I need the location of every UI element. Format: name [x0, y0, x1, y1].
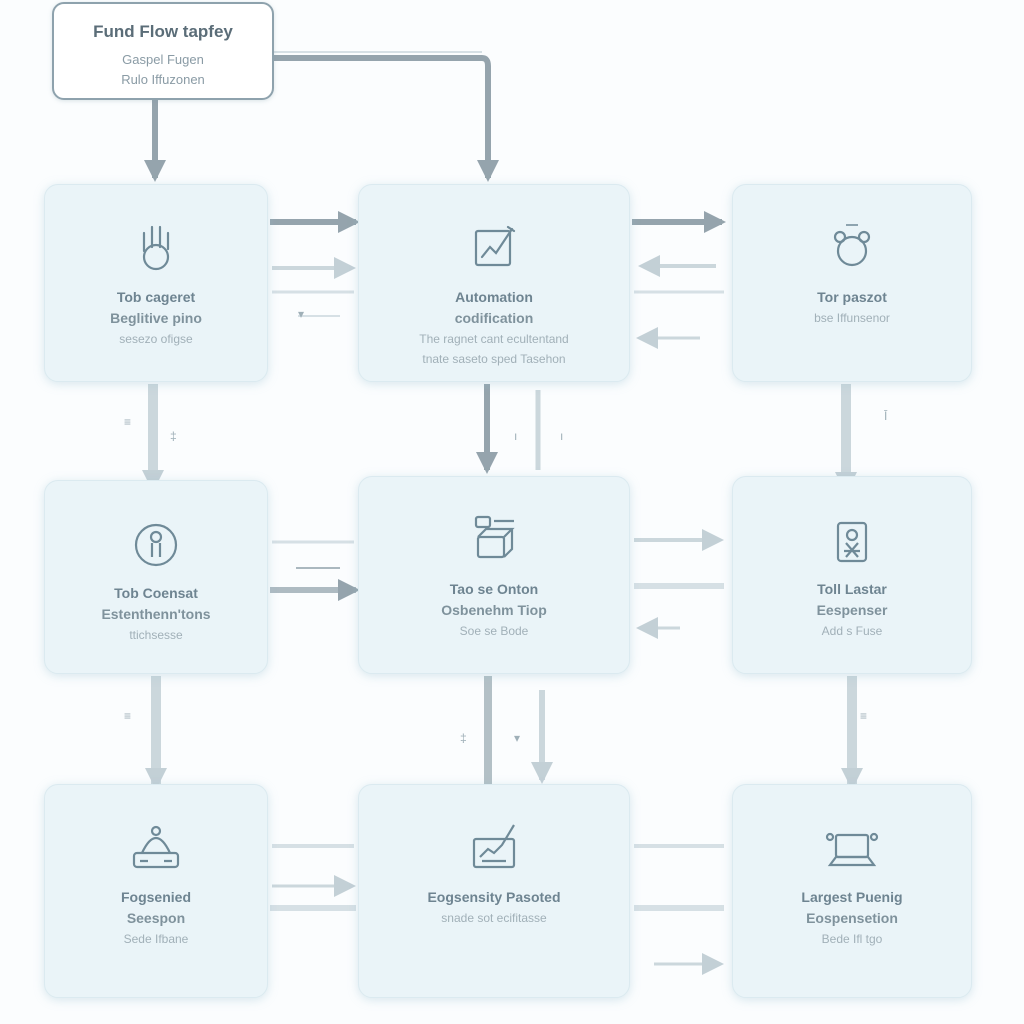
card-2-caption-2: tnate saseto sped Tasehon [422, 352, 566, 366]
card-6-caption: Add s Fuse [821, 624, 883, 638]
connector-tag: ≡ [860, 709, 867, 723]
card-1-subtitle: Beglitive pino [110, 310, 202, 326]
card-3-caption: bse Iffunsenor [814, 311, 890, 325]
start-node-line-1: Gaspel Fugen [122, 52, 204, 67]
card-8-caption: snade sot ecifitasse [441, 911, 547, 925]
step-card-4: Tob Coensat Estenthenn'tons ttichsesse [44, 480, 268, 674]
step-card-2: Automation codification The ragnet cant … [358, 184, 630, 382]
start-node-line-2: Rulo Iffuzonen [121, 72, 205, 87]
network-hub-icon [132, 825, 180, 869]
card-6-subtitle: Eespenser [816, 602, 888, 618]
chart-pen-icon [472, 824, 516, 869]
connector-tag: ı [514, 429, 517, 443]
card-2-subtitle: codification [454, 310, 534, 326]
row1-connector-b [632, 211, 726, 349]
step-card-5: Tao se Onton Osbenehm Tiop Soe se Bode [358, 476, 630, 674]
connector-tag: Ī [884, 409, 888, 423]
start-node: Fund Flow tapfey Gaspel Fugen Rulo Iffuz… [52, 2, 274, 100]
card-6-title: Toll Lastar [817, 581, 887, 597]
card-4-caption: ttichsesse [129, 628, 183, 642]
card-5-title: Tao se Onton [449, 581, 539, 597]
server-cube-icon [474, 515, 515, 559]
card-5-subtitle: Osbenehm Tiop [441, 602, 547, 618]
row1-connector-a [270, 211, 360, 317]
card-7-title: Fogsenied [120, 889, 191, 905]
robot-face-icon [833, 224, 871, 267]
card-9-subtitle: Eospensetion [806, 910, 898, 926]
card-8-title: Eogsensity Pasoted [427, 889, 561, 905]
connector-tag: ▾ [298, 307, 304, 321]
connector-tag: ‡ [460, 731, 467, 745]
row2-connector-b [634, 529, 724, 639]
card-1-caption: sesezo ofigse [119, 332, 193, 346]
card-2-title: Automation [455, 289, 533, 305]
person-circle-icon [134, 523, 178, 567]
connector-tag: ≡ [124, 415, 131, 429]
card-9-caption: Bede Ifl tgo [821, 932, 883, 946]
step-card-1: Tob cageret Beglitive pino sesezo ofigse [44, 184, 268, 382]
step-card-9: Largest Puenig Eospensetion Bede Ifl tgo [732, 784, 972, 998]
laptop-icon [825, 832, 879, 867]
card-9-title: Largest Puenig [801, 889, 903, 905]
step-card-6: Toll Lastar Eespenser Add s Fuse [732, 476, 972, 674]
card-4-title: Tob Coensat [114, 585, 198, 601]
connector-tag: ≡ [124, 709, 131, 723]
step-card-8: Eogsensity Pasoted snade sot ecifitasse [358, 784, 630, 998]
col2-down-connector-2 [484, 676, 553, 786]
card-7-subtitle: Seespon [126, 910, 186, 926]
header-to-card-2-arrow [274, 51, 499, 182]
connector-tag: ‡ [170, 429, 177, 443]
hand-icon [142, 225, 170, 271]
edit-box-icon [474, 225, 516, 267]
card-7-caption: Sede Ifbane [123, 932, 189, 946]
card-4-subtitle: Estenthenn'tons [101, 606, 211, 622]
card-1-title: Tob cageret [116, 289, 196, 305]
start-node-title: Fund Flow tapfey [93, 22, 233, 41]
card-2-caption: The ragnet cant ecultentand [419, 332, 569, 346]
card-5-caption: Soe se Bode [459, 624, 529, 638]
row2-connector-a [270, 540, 360, 601]
step-card-7: Fogsenied Seespon Sede Ifbane [44, 784, 268, 998]
connector-tag: ı [560, 429, 563, 443]
row3-connector-a [270, 844, 356, 911]
row3-connector-b [634, 844, 724, 975]
col2-down-connector-1 [476, 384, 541, 474]
card-3-title: Tor paszot [817, 289, 887, 305]
step-card-3: Tor paszot bse Iffunsenor [732, 184, 972, 382]
id-badge-icon [836, 521, 868, 563]
connector-tag: ▾ [514, 731, 520, 745]
